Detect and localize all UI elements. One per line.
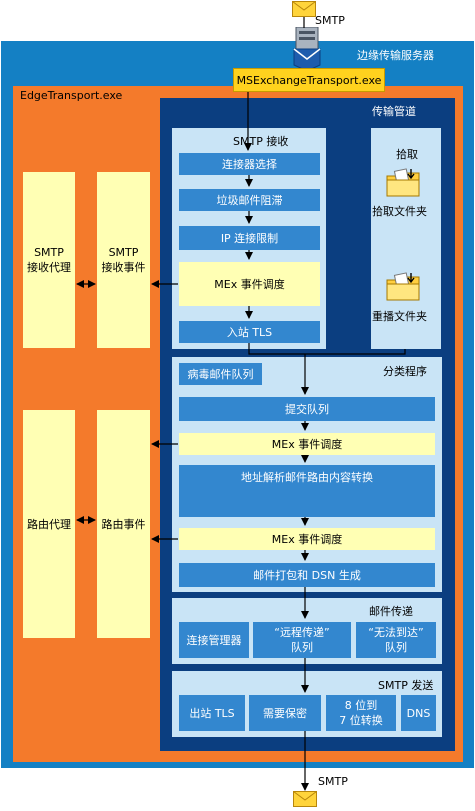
envelope-bottom-icon bbox=[293, 791, 317, 807]
virus-queue: 病毒邮件队列 bbox=[179, 363, 262, 385]
process-label: MSExchangeTransport.exe bbox=[236, 73, 382, 87]
packaging-dsn-step: 邮件打包和 DSN 生成 bbox=[179, 563, 435, 587]
dns-step: DNS bbox=[401, 695, 436, 731]
routing-agent: 路由代理 bbox=[23, 410, 75, 638]
msexchange-transport-process: MSExchangeTransport.exe bbox=[233, 68, 385, 92]
address-resolution-label: 地址解析邮件路由内容转换 bbox=[241, 471, 373, 484]
mex-dispatch-categorizer-2: MEx 事件调度 bbox=[179, 528, 435, 550]
pickup-folder-label: 拾取文件夹 bbox=[372, 205, 427, 218]
outbound-tls: 出站 TLS bbox=[179, 695, 245, 731]
connector-selection-step: 连接器选择 bbox=[179, 153, 320, 175]
ip-connection-limit-step: IP 连接限制 bbox=[179, 226, 320, 250]
smtp-send-title: SMTP 发送 bbox=[378, 679, 434, 692]
mail-delivery-title: 邮件传递 bbox=[369, 605, 413, 618]
line-pickup-to-categorizer bbox=[305, 349, 406, 355]
envelope-top-icon bbox=[292, 1, 316, 17]
remote-delivery-queue: “远程传递” 队列 bbox=[253, 622, 351, 658]
smtp-receive-event-label: SMTP 接收事件 bbox=[101, 246, 146, 274]
edge-transport-exe-label: EdgeTransport.exe bbox=[20, 89, 123, 102]
mex-dispatch-categorizer-1: MEx 事件调度 bbox=[179, 433, 435, 455]
smtp-bottom-label: SMTP bbox=[318, 775, 348, 788]
mex-dispatch-receive-step: MEx 事件调度 bbox=[179, 262, 320, 306]
smtp-top-label: SMTP bbox=[315, 14, 345, 27]
pickup-section bbox=[371, 128, 441, 349]
pickup-title: 拾取 bbox=[396, 148, 418, 161]
smtp-receive-agent: SMTP 接收代理 bbox=[23, 172, 75, 348]
routing-event-label: 路由事件 bbox=[101, 517, 146, 531]
replay-folder-label: 重播文件夹 bbox=[372, 310, 427, 323]
routing-event: 路由事件 bbox=[97, 410, 150, 638]
connection-manager: 连接管理器 bbox=[179, 622, 249, 658]
bit-conversion-label: 8 位到 7 位转换 bbox=[339, 699, 383, 727]
submit-queue: 提交队列 bbox=[179, 397, 435, 421]
inbound-tls-step: 入站 TLS bbox=[179, 321, 320, 343]
replay-folder-icon bbox=[385, 272, 421, 302]
server-title: 边缘传输服务器 bbox=[357, 49, 434, 62]
remote-delivery-queue-label: “远程传递” 队列 bbox=[274, 626, 330, 654]
eight-to-seven-bit-conversion: 8 位到 7 位转换 bbox=[326, 695, 396, 731]
requires-secrecy: 需要保密 bbox=[249, 695, 321, 731]
categorizer-title: 分类程序 bbox=[383, 365, 427, 378]
smtp-receive-agent-label: SMTP 接收代理 bbox=[27, 246, 71, 274]
smtp-receive-event: SMTP 接收事件 bbox=[97, 172, 150, 348]
pipeline-title: 传输管道 bbox=[372, 105, 416, 118]
spam-blocking-step: 垃圾邮件阻滞 bbox=[179, 189, 320, 211]
server-icon bbox=[290, 26, 324, 72]
pickup-folder-icon bbox=[385, 168, 421, 198]
routing-agent-label: 路由代理 bbox=[27, 517, 71, 531]
line-tls-to-categorizer bbox=[248, 343, 305, 355]
unreachable-queue: “无法到达” 队列 bbox=[356, 622, 436, 658]
unreachable-queue-label: “无法到达” 队列 bbox=[368, 626, 424, 654]
address-resolution-routing: 地址解析邮件路由内容转换 bbox=[179, 465, 435, 517]
